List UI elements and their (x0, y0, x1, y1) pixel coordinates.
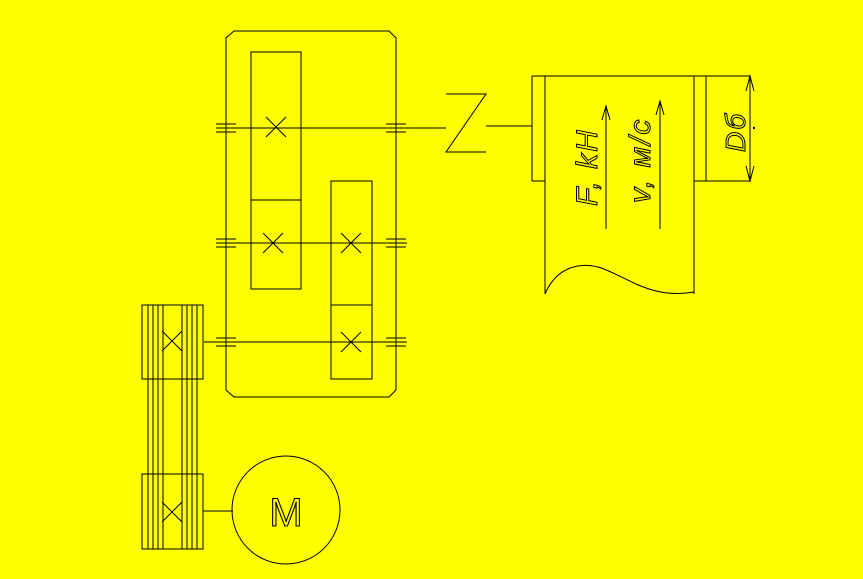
diameter-label: Dб (720, 112, 751, 152)
bearing-intermediate-left (216, 238, 236, 248)
belt-drive (141, 304, 204, 550)
gear-small-intermediate (250, 199, 302, 290)
bearing-intermediate-right (386, 238, 406, 248)
bearing-input-left (216, 337, 236, 347)
force-label: F, kH (571, 128, 604, 206)
speed-arrow (655, 99, 665, 229)
drive-pulley (161, 501, 183, 523)
speed-label: v, м/с (624, 118, 657, 203)
bearing-input-right (386, 337, 406, 347)
gear-large-output (250, 51, 302, 201)
gear-small-input (330, 304, 373, 380)
coupling (445, 93, 487, 153)
force-arrow (601, 104, 611, 229)
electric-motor (231, 455, 341, 565)
diameter-dimension (745, 74, 756, 183)
bearing-output-right (386, 123, 406, 133)
driven-pulley (161, 330, 183, 352)
conveyor-drum (531, 75, 751, 295)
motor-label: M (269, 491, 302, 535)
bearing-output-left (216, 123, 236, 133)
gearbox-housing (225, 30, 397, 398)
